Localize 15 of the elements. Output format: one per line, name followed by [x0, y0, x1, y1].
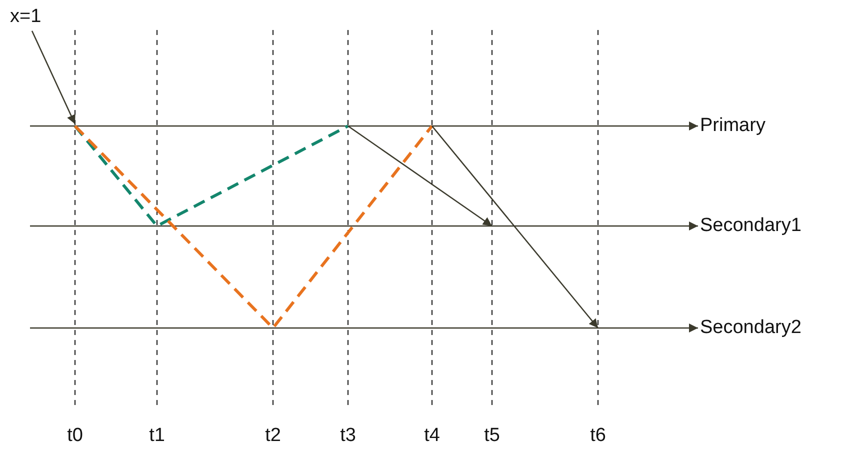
timeline-arrow: [30, 122, 698, 130]
time-label: t6: [590, 424, 606, 448]
timeline-arrow: [30, 222, 698, 230]
line-label: Secondary1: [700, 214, 802, 238]
time-label: t5: [484, 424, 500, 448]
timeline-arrow: [30, 324, 698, 332]
time-label: t2: [265, 424, 281, 448]
timeline-arrow: [31, 30, 76, 124]
line-label: x=1: [10, 5, 42, 29]
time-label: t3: [340, 424, 356, 448]
line-label: Secondary2: [700, 316, 802, 340]
time-label: t1: [149, 424, 165, 448]
line-label: Primary: [700, 114, 766, 138]
time-label: t4: [424, 424, 440, 448]
time-label: t0: [67, 424, 83, 448]
